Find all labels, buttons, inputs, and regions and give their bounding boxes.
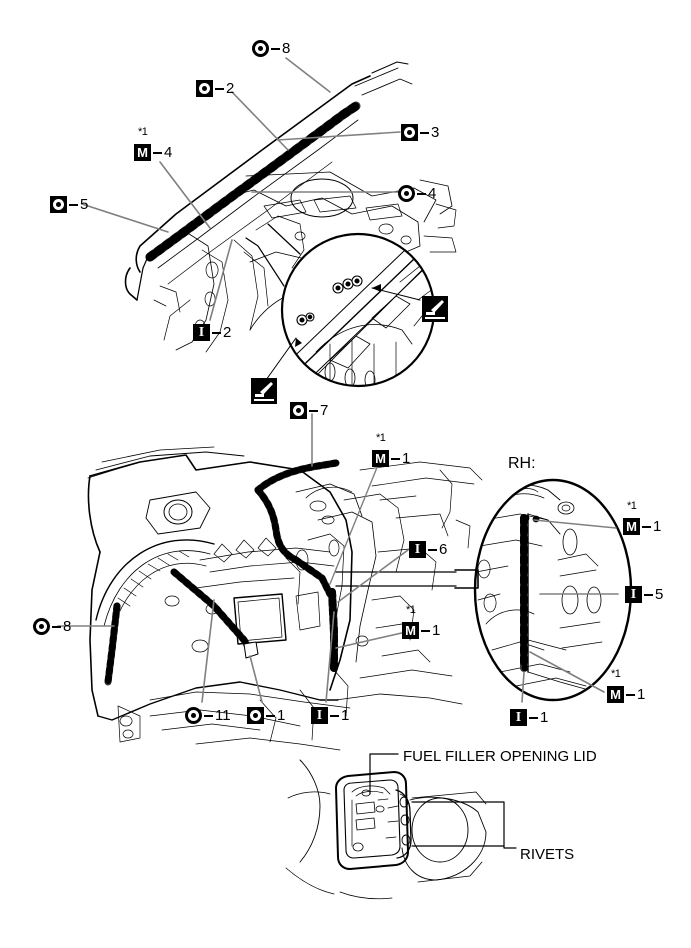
callout-lower-8: 8 [33, 618, 71, 635]
letter-marker-m-icon: M [607, 686, 624, 703]
callout-number: 1 [277, 707, 286, 724]
sealer-applicator-icon [251, 378, 277, 404]
callout-rh-M1-lower: M 1 [607, 686, 645, 703]
leader-dash [153, 151, 162, 154]
square-marker-icon [401, 124, 418, 141]
callout-lower-7: 7 [290, 402, 328, 419]
leader-dash [391, 457, 400, 460]
letter-marker-i-icon: I [510, 709, 527, 726]
callout-lower-1: 1 [247, 707, 285, 724]
letter-marker-m-icon: M [134, 144, 151, 161]
callout-upper-I2: I 2 [193, 324, 231, 341]
leader-dash [644, 593, 653, 596]
callout-number: 6 [439, 541, 448, 558]
callout-number: 1 [432, 622, 441, 639]
leader-dash [428, 548, 437, 551]
leader-dash [529, 716, 538, 719]
callout-number: 2 [226, 80, 235, 97]
footnote-star: *1 [138, 126, 148, 138]
square-marker-icon [50, 196, 67, 213]
rivets-label: RIVETS [520, 846, 575, 863]
callout-upper-3: 3 [401, 124, 439, 141]
leader-dash [642, 525, 651, 528]
callout-number: 8 [63, 618, 72, 635]
callout-number: 1 [653, 518, 662, 535]
callout-rh-I5: I 5 [625, 586, 663, 603]
callout-number: 1 [637, 686, 646, 703]
leader-dash [330, 714, 339, 717]
footnote-star: *1 [627, 500, 637, 512]
leader-dash [626, 693, 635, 696]
leader-dash [212, 331, 221, 334]
circle-marker-icon [252, 40, 269, 57]
rh-view-title: RH: [508, 455, 536, 472]
leader-dash [215, 87, 224, 90]
letter-marker-m-icon: M [623, 518, 640, 535]
callout-upper-2: 2 [196, 80, 234, 97]
letter-marker-i-icon: I [625, 586, 642, 603]
callout-number: 4 [428, 185, 437, 202]
leader-dash [421, 629, 430, 632]
leader-dash [420, 131, 429, 134]
callout-upper-5: 5 [50, 196, 88, 213]
square-marker-icon [247, 707, 264, 724]
callout-number: 2 [223, 324, 232, 341]
callout-number: 1 [341, 707, 350, 724]
callout-number: 11 [215, 707, 231, 724]
letter-marker-m-icon: M [402, 622, 419, 639]
letter-marker-m-icon: M [372, 450, 389, 467]
fuel-filler-opening-lid-label: FUEL FILLER OPENING LID [403, 748, 597, 765]
letter-marker-i-icon: I [409, 541, 426, 558]
leader-dash [309, 409, 318, 412]
callout-number: 5 [80, 196, 89, 213]
callout-number: 7 [320, 402, 329, 419]
callout-rh-M1-upper: M 1 [623, 518, 661, 535]
footnote-star: *1 [611, 668, 621, 680]
callout-lower-11: 11 [185, 707, 231, 724]
square-marker-icon [290, 402, 307, 419]
letter-marker-i-icon: I [311, 707, 328, 724]
callout-upper-8: 8 [252, 40, 290, 57]
leader-dash [52, 625, 61, 628]
callout-lower-M1-upper: M 1 [372, 450, 410, 467]
leader-dash [417, 192, 426, 195]
leader-dash [266, 714, 275, 717]
circle-marker-icon [33, 618, 50, 635]
circle-marker-icon [185, 707, 202, 724]
footnote-star: *1 [376, 432, 386, 444]
leader-dash [271, 47, 280, 50]
callout-lower-M1-lower: M 1 [402, 622, 440, 639]
callout-number: 8 [282, 40, 291, 57]
leader-dash [204, 714, 213, 717]
footnote-star: *1 [406, 604, 416, 616]
callout-lower-I1: I 1 [311, 707, 349, 724]
callout-number: 3 [431, 124, 440, 141]
callout-rh-I1: I 1 [510, 709, 548, 726]
callout-lower-I6: I 6 [409, 541, 447, 558]
callout-number: 1 [402, 450, 411, 467]
callout-upper-4: 4 [398, 185, 436, 202]
circle-marker-icon [398, 185, 415, 202]
callout-upper-M4: M 4 [134, 144, 172, 161]
letter-marker-i-icon: I [193, 324, 210, 341]
callout-number: 4 [164, 144, 173, 161]
callout-number: 1 [540, 709, 549, 726]
callout-number: 5 [655, 586, 664, 603]
sealer-applicator-icon [422, 296, 448, 322]
square-marker-icon [196, 80, 213, 97]
leader-dash [69, 203, 78, 206]
